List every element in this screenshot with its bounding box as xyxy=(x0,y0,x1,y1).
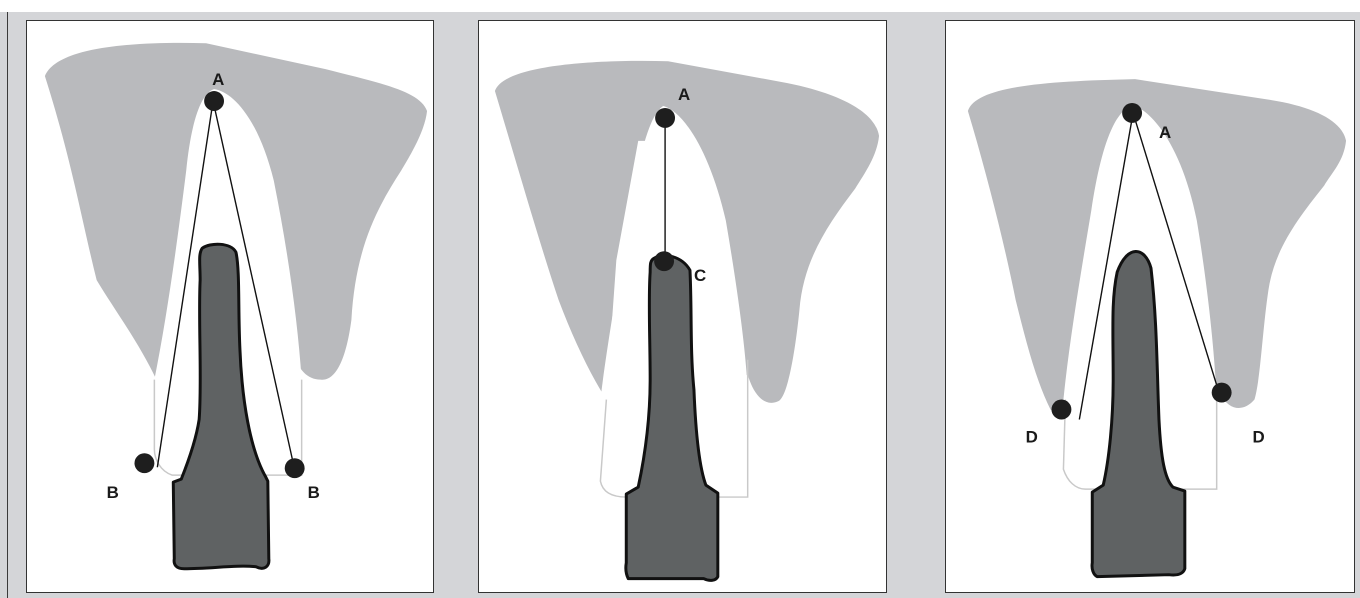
panel-1-drawing: A B B xyxy=(27,21,433,592)
panel-1: A B B xyxy=(26,20,434,593)
point-c xyxy=(654,251,674,271)
point-d-right xyxy=(1212,383,1232,403)
label-d-left: D xyxy=(1026,427,1038,446)
label-b-right: B xyxy=(308,483,320,502)
panel-2-drawing: A C xyxy=(479,21,886,592)
label-a: A xyxy=(1159,123,1171,142)
label-d-right: D xyxy=(1252,427,1264,446)
point-a xyxy=(655,108,675,128)
label-c: C xyxy=(694,266,706,285)
point-a xyxy=(204,91,224,111)
left-rule xyxy=(7,12,8,598)
point-b-left xyxy=(134,453,154,473)
point-b-right xyxy=(285,458,305,478)
top-margin xyxy=(0,0,1360,12)
panel-3: A D D xyxy=(945,20,1355,593)
panel-3-drawing: A D D xyxy=(946,21,1354,592)
label-b-left: B xyxy=(107,483,119,502)
point-d-left xyxy=(1051,400,1071,420)
panel-2: A C xyxy=(478,20,887,593)
point-a xyxy=(1122,103,1142,123)
label-a: A xyxy=(678,85,690,104)
label-a: A xyxy=(212,70,224,89)
